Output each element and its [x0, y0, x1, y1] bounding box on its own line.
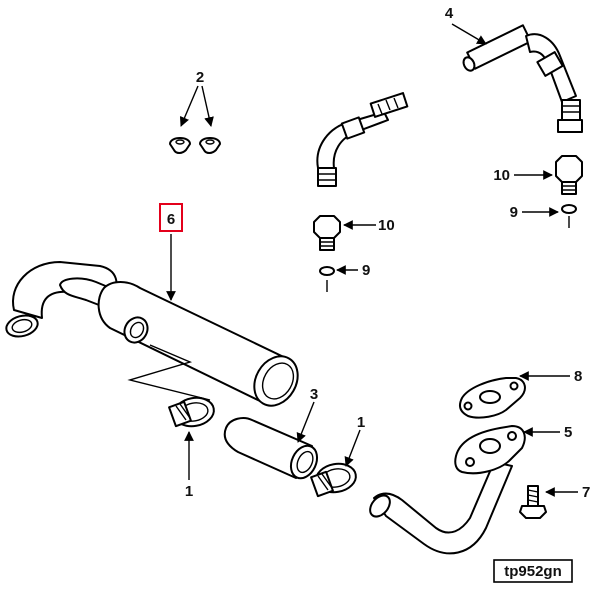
figure-id: tp952gn [493, 559, 573, 583]
callout-4: 4 [445, 5, 454, 22]
callout-1-right: 1 [357, 414, 365, 431]
figure-id-box [493, 559, 573, 583]
flanged-tube-part-5 [369, 425, 526, 555]
callout-6: 6 [167, 211, 175, 228]
hose-part-3 [223, 417, 319, 480]
callout-10-right: 10 [493, 167, 510, 184]
hose-clamp-left-part-1 [168, 396, 215, 428]
callout-labels: 2 4 6 10 9 10 9 8 5 7 3 1 1 [159, 5, 590, 501]
figure-id-label: tp952gn [504, 563, 562, 580]
callout-9-center: 9 [362, 262, 370, 279]
right-fuel-line-part-4 [462, 24, 583, 228]
callout-3: 3 [310, 386, 318, 403]
flange-bolt-part-7 [519, 485, 547, 519]
callout-8: 8 [574, 368, 582, 385]
callout-5: 5 [564, 424, 572, 441]
pipe-assembly-part-6 [5, 261, 299, 407]
leader-lines [166, 23, 578, 497]
callout-2: 2 [196, 69, 204, 86]
callout-7: 7 [582, 484, 590, 501]
callout-1-left: 1 [185, 483, 193, 500]
center-fuel-line [313, 92, 409, 292]
gasket-part-8 [459, 377, 526, 419]
washers-part-2 [169, 137, 221, 154]
callout-9-right: 9 [510, 204, 518, 221]
callout-6-highlight-box [159, 203, 183, 232]
callout-10-center: 10 [378, 217, 395, 234]
hose-clamp-right-part-1 [310, 462, 357, 498]
